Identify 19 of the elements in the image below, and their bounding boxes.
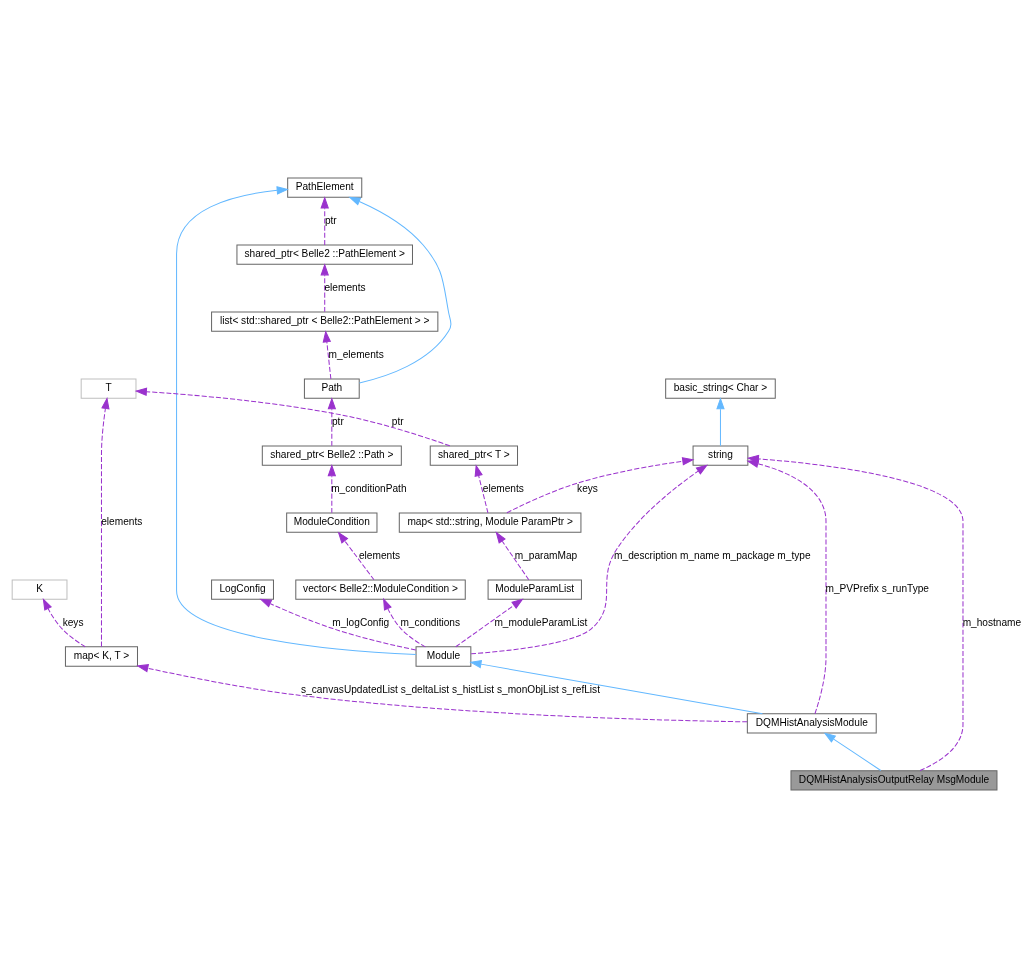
edge-label: m_hostname: [962, 616, 1022, 628]
edge-label: m_PVPrefix s_runType: [825, 582, 930, 594]
edge-label: m_conditionPath: [331, 482, 407, 494]
edge-label: keys: [577, 482, 598, 494]
edge-label: ptr: [324, 214, 337, 226]
edge-label: s_canvasUpdatedList s_deltaList s_histList s_monObjList s_refList: [301, 683, 600, 695]
edge-label: m_description m_name m_package m_type: [614, 549, 811, 561]
edge-label: elements: [101, 515, 143, 527]
edge-label: ptr: [391, 415, 404, 427]
edge-label: m_moduleParamList: [494, 616, 588, 628]
edge-label: elements: [482, 482, 524, 494]
edge-label: elements: [324, 281, 366, 293]
edge-label: ptr: [331, 415, 344, 427]
edge-label: keys: [62, 616, 84, 628]
edge-label: m_conditions: [400, 616, 461, 628]
edge-label: elements: [358, 549, 401, 561]
edge-label: m_logConfig: [332, 616, 390, 628]
edge-label: m_paramMap: [514, 549, 578, 561]
edge-label: m_elements: [328, 348, 384, 360]
